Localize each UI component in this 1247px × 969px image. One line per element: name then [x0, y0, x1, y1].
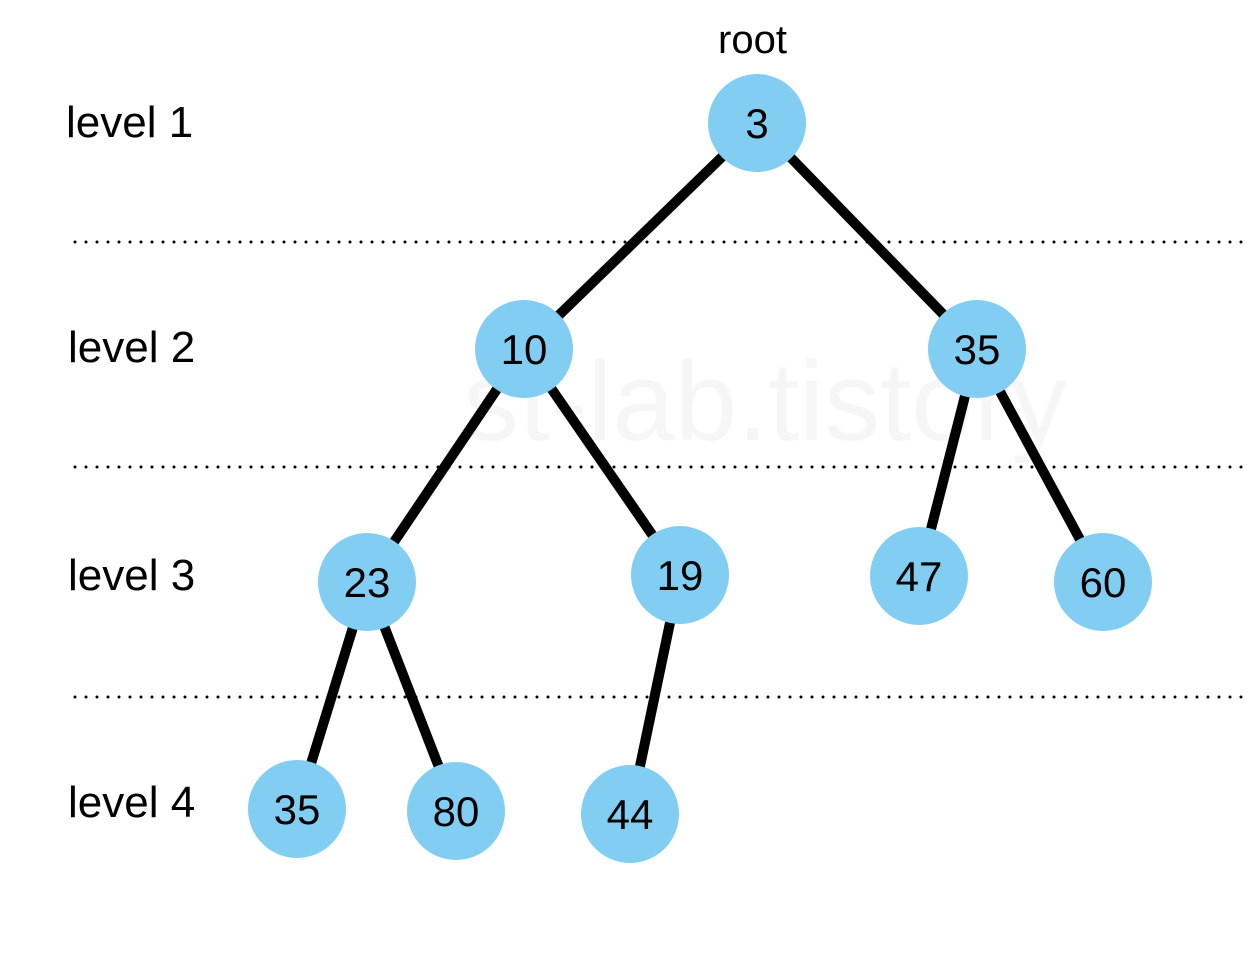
level-label-4: level 4	[68, 778, 196, 827]
level-label-1: level 1	[66, 98, 194, 147]
node-value: 47	[896, 553, 943, 600]
tree-node: 35	[248, 760, 346, 858]
tree-node: 23	[318, 533, 416, 631]
tree-node: 19	[631, 526, 729, 624]
node-value: 3	[745, 100, 768, 147]
edges	[292, 119, 1108, 816]
tree-node: 3	[708, 74, 806, 172]
node-value: 60	[1080, 559, 1127, 606]
node-circle	[631, 526, 729, 624]
node-circle	[475, 300, 573, 398]
tree-node: 44	[581, 765, 679, 863]
tree-node: 10	[475, 300, 573, 398]
node-value: 35	[954, 326, 1001, 373]
node-circle	[870, 527, 968, 625]
node-value: 44	[607, 791, 654, 838]
edge-n0-n2	[753, 119, 981, 353]
node-circle	[318, 533, 416, 631]
level-label-3: level 3	[68, 551, 196, 600]
tree-node: 80	[407, 762, 505, 860]
node-circle	[708, 74, 806, 172]
node-value: 80	[433, 788, 480, 835]
tree-node: 47	[870, 527, 968, 625]
node-value: 35	[274, 786, 321, 833]
tree-node: 35	[928, 300, 1026, 398]
node-value: 23	[344, 559, 391, 606]
level-label-2: level 2	[68, 323, 196, 372]
root-label: root	[718, 18, 787, 62]
tree-node: 60	[1054, 533, 1152, 631]
node-circle	[581, 765, 679, 863]
node-circle	[928, 300, 1026, 398]
node-value: 19	[657, 552, 704, 599]
nodes: 3 10 35 23 19 47 60 35 80 44	[248, 74, 1152, 863]
node-circle	[248, 760, 346, 858]
node-value: 10	[501, 326, 548, 373]
node-circle	[407, 762, 505, 860]
edge-n0-n1	[520, 119, 761, 353]
node-circle	[1054, 533, 1152, 631]
